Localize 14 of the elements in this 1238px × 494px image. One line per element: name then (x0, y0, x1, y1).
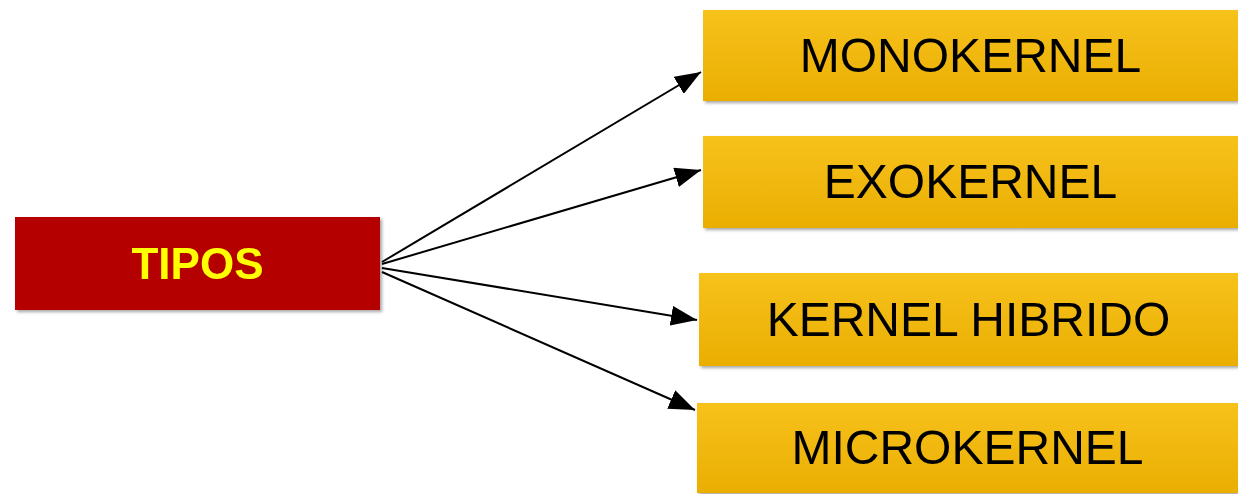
arrow (381, 271, 696, 411)
type-box (697, 403, 1238, 493)
arrow (381, 267, 698, 326)
box-label: MICROKERNEL (791, 424, 1144, 472)
box-label: KERNEL HIBRIDO (766, 295, 1171, 344)
arrow (381, 167, 702, 265)
type-box (703, 136, 1238, 228)
type-box (699, 273, 1238, 366)
box-label: EXOKERNEL (823, 158, 1118, 206)
box-label: MONOKERNEL (799, 31, 1142, 80)
box-label: TIPOS (131, 241, 264, 286)
category-box (15, 217, 380, 310)
type-box (703, 10, 1238, 101)
arrow (381, 71, 702, 263)
